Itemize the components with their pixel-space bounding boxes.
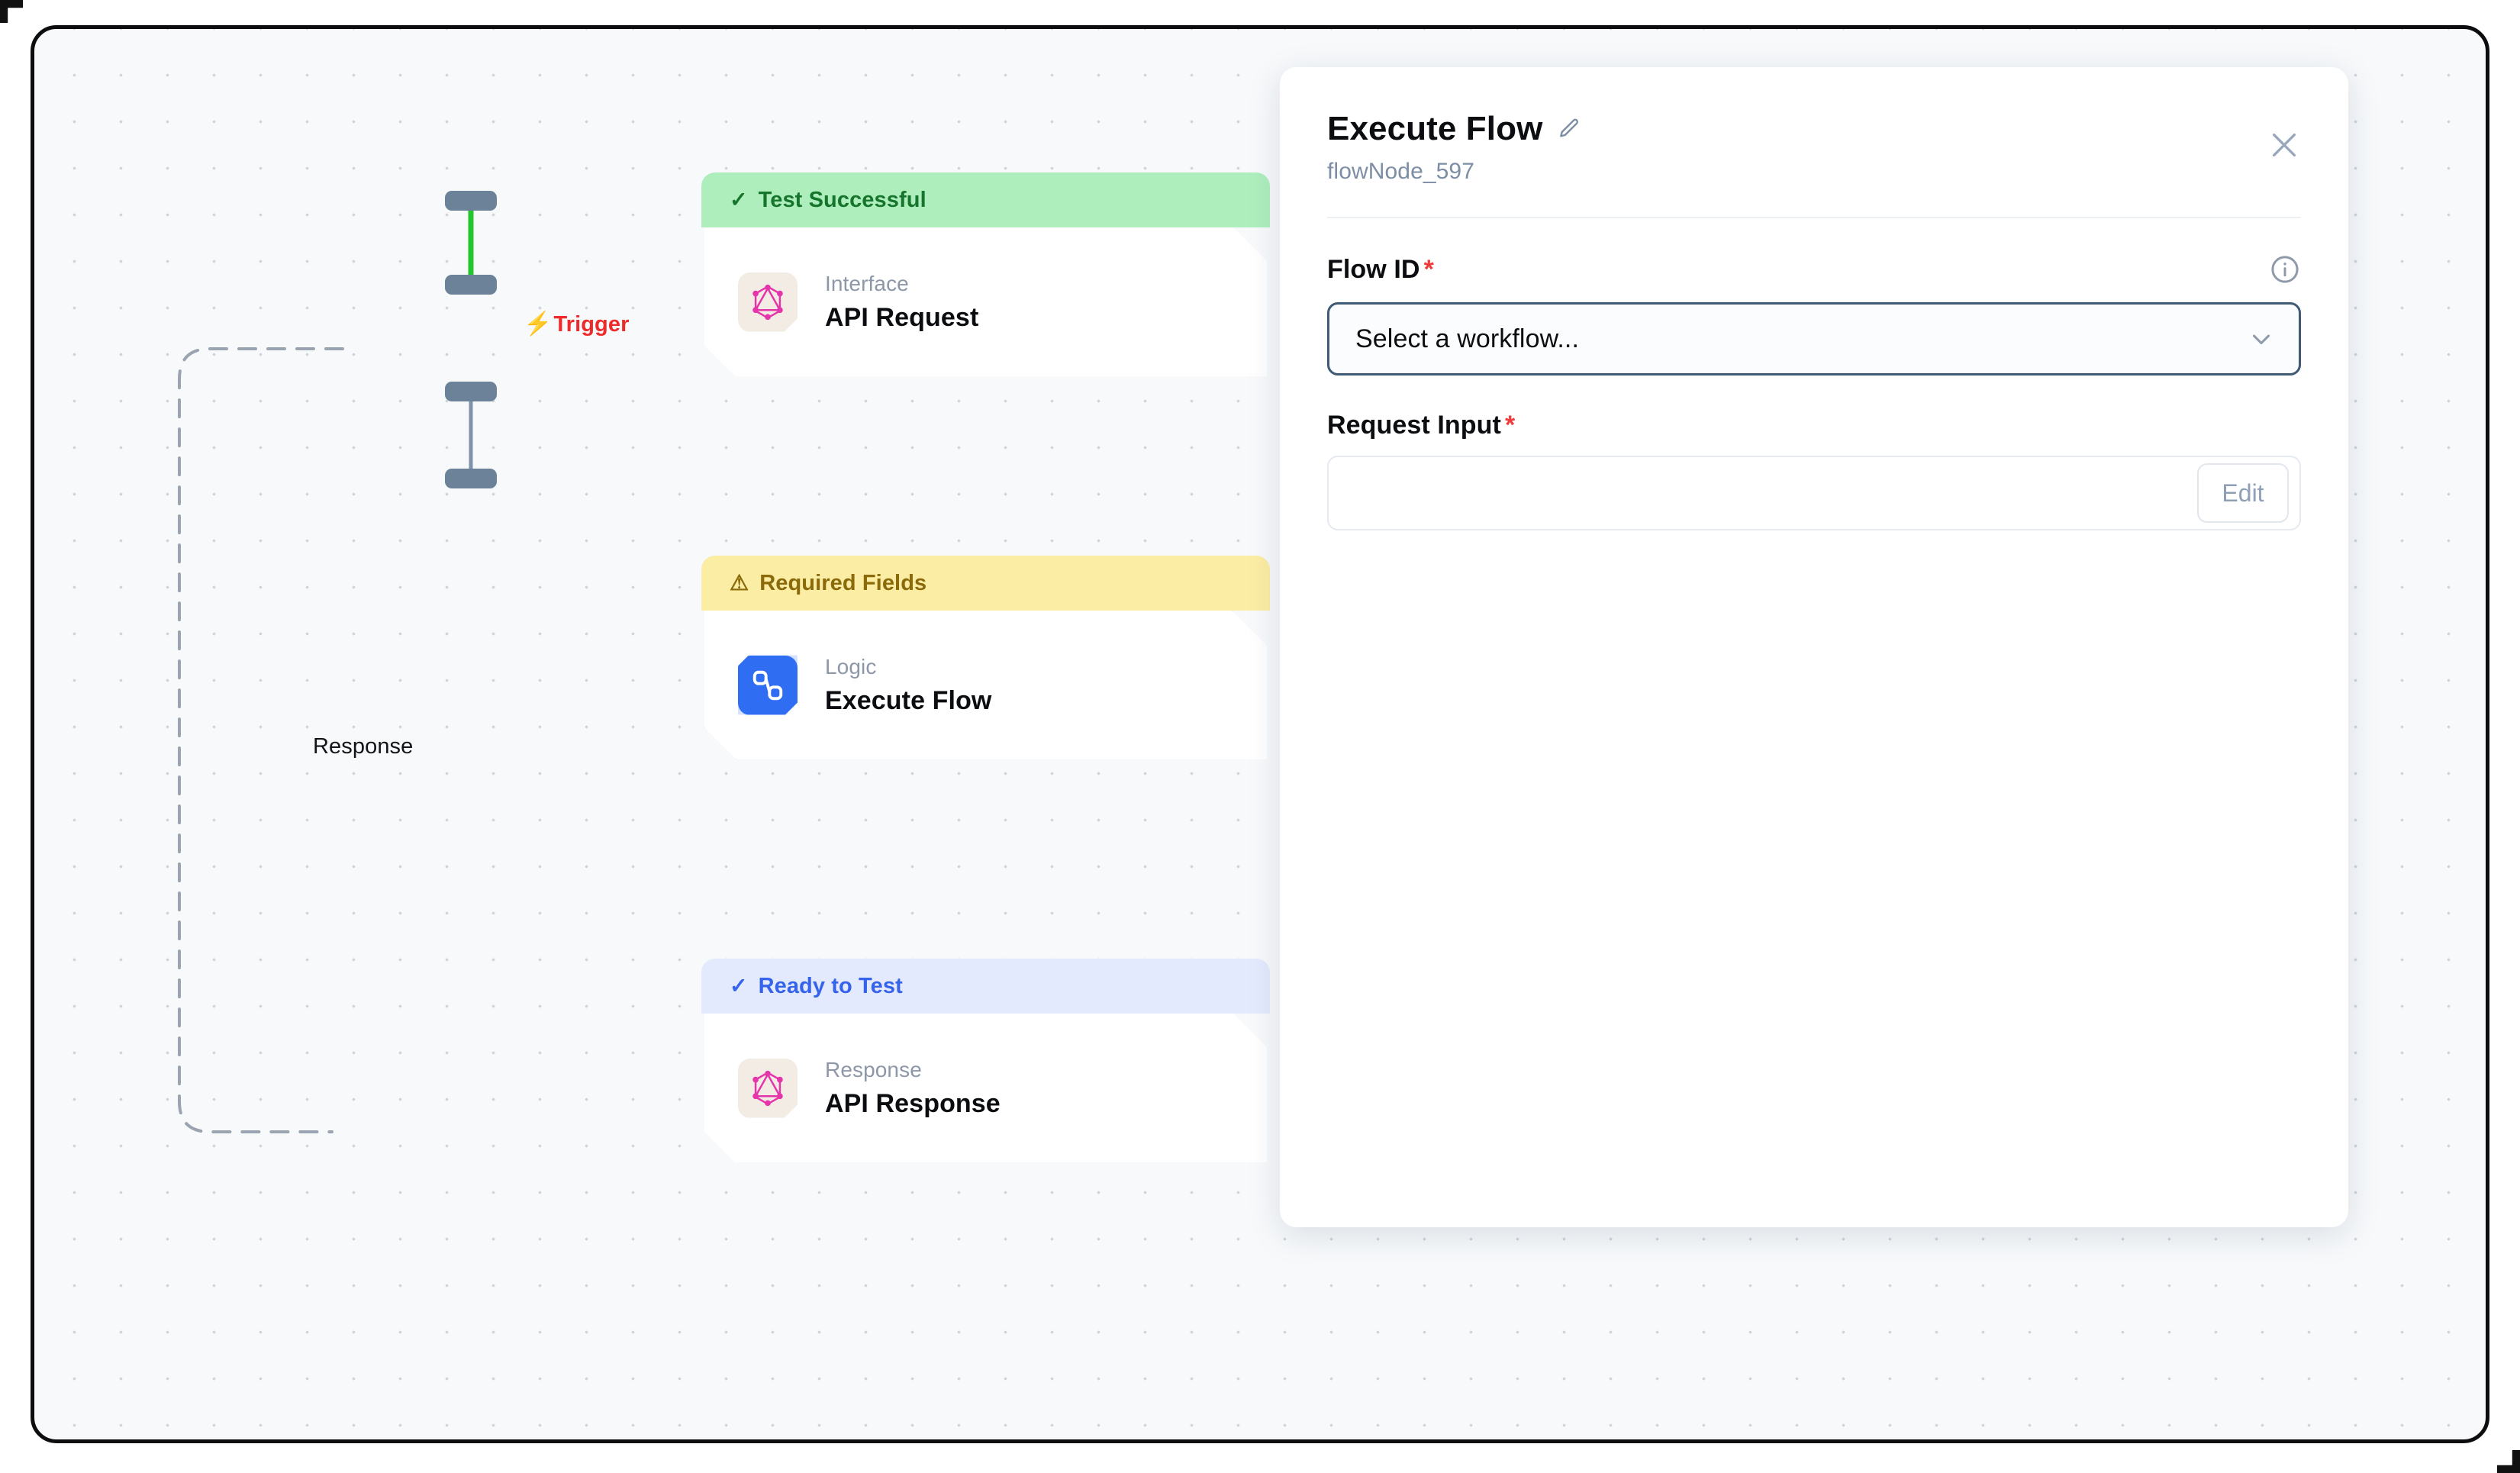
info-circle-icon[interactable] <box>2269 253 2301 285</box>
node-card[interactable]: Response API Response <box>704 1014 1267 1162</box>
node-card[interactable]: Interface API Request <box>704 227 1267 376</box>
node-title-label: Execute Flow <box>825 685 992 715</box>
node-status-badge: ✓ Test Successful <box>701 172 1270 227</box>
lightning-bolt-icon: ⚡ <box>524 311 553 337</box>
panel-body: Flow ID* Select a workflow... <box>1280 253 2348 530</box>
handle-source-2 <box>445 382 497 401</box>
node-api-request[interactable]: ✓ Test Successful <box>701 172 1270 376</box>
node-api-response[interactable]: ✓ Ready to Test <box>701 959 1270 1162</box>
node-status-label: Required Fields <box>759 570 927 595</box>
field-label-text: Flow ID <box>1327 254 1420 284</box>
panel-title-row: Execute Flow <box>1327 110 2301 148</box>
handle-target-2 <box>445 469 497 488</box>
node-text: Interface API Request <box>825 272 978 333</box>
corner-mark-top-left <box>0 0 23 23</box>
chevron-down-icon <box>2247 324 2276 353</box>
field-flow-id: Flow ID* Select a workflow... <box>1327 253 2301 376</box>
handle-target-1 <box>445 275 497 295</box>
check-icon: ✓ <box>730 188 748 211</box>
node-title-label: API Request <box>825 302 979 332</box>
handle-source-1 <box>445 191 497 211</box>
node-status-label: Ready to Test <box>758 973 903 998</box>
close-icon[interactable] <box>2263 124 2306 166</box>
field-request-input: Request Input* Edit <box>1327 411 2301 530</box>
node-status-badge: ⚠ Required Fields <box>701 556 1270 611</box>
page-title: Execute Flow <box>1327 110 1543 147</box>
node-inspector-panel: Execute Flow flowNode_597 <box>1280 67 2348 1227</box>
flow-logic-icon <box>738 656 798 715</box>
node-status-label: Test Successful <box>758 187 926 212</box>
field-label-text: Request Input <box>1327 411 1501 440</box>
node-title-label: API Response <box>825 1088 1001 1118</box>
flow-id-select[interactable]: Select a workflow... <box>1327 302 2301 376</box>
graphql-icon <box>738 272 798 332</box>
node-kind-label: Response <box>825 1057 922 1081</box>
node-execute-flow[interactable]: ⚠ Required Fields Logic Execute Flow <box>701 556 1270 759</box>
check-icon: ✓ <box>730 974 748 998</box>
graphql-icon <box>738 1059 798 1118</box>
edge-label-response: Response <box>305 732 421 762</box>
edge-label-trigger: ⚡ Trigger <box>524 312 629 337</box>
node-text: Response API Response <box>825 1058 1001 1119</box>
flow-id-select-value: Select a workflow... <box>1355 324 1580 353</box>
node-id-label: flowNode_597 <box>1327 159 1475 184</box>
edge-label-trigger-text: Trigger <box>553 312 630 337</box>
request-input-field[interactable]: Edit <box>1327 456 2301 530</box>
panel-divider <box>1327 217 2301 218</box>
workflow-canvas[interactable]: ⚡ Trigger Response ✓ Test Successful <box>31 25 2489 1443</box>
edit-request-input-button[interactable]: Edit <box>2197 463 2289 523</box>
node-card[interactable]: Logic Execute Flow <box>704 611 1267 759</box>
warning-triangle-icon: ⚠ <box>730 571 749 595</box>
required-marker: * <box>1423 254 1434 284</box>
field-label: Flow ID* <box>1327 255 1434 285</box>
field-label-row: Flow ID* <box>1327 253 2301 285</box>
node-status-badge: ✓ Ready to Test <box>701 959 1270 1014</box>
node-text: Logic Execute Flow <box>825 655 991 716</box>
field-label-row: Request Input* <box>1327 411 2301 440</box>
node-kind-label: Logic <box>825 654 877 678</box>
edge-trigger-response <box>178 347 344 1133</box>
node-kind-label: Interface <box>825 271 909 295</box>
edge-layer <box>178 191 497 1133</box>
pencil-icon[interactable] <box>1556 116 1582 142</box>
field-label: Request Input* <box>1327 411 1515 440</box>
required-marker: * <box>1504 411 1516 440</box>
panel-header: Execute Flow flowNode_597 <box>1280 67 2348 185</box>
corner-mark-bottom-right <box>2497 1450 2520 1473</box>
